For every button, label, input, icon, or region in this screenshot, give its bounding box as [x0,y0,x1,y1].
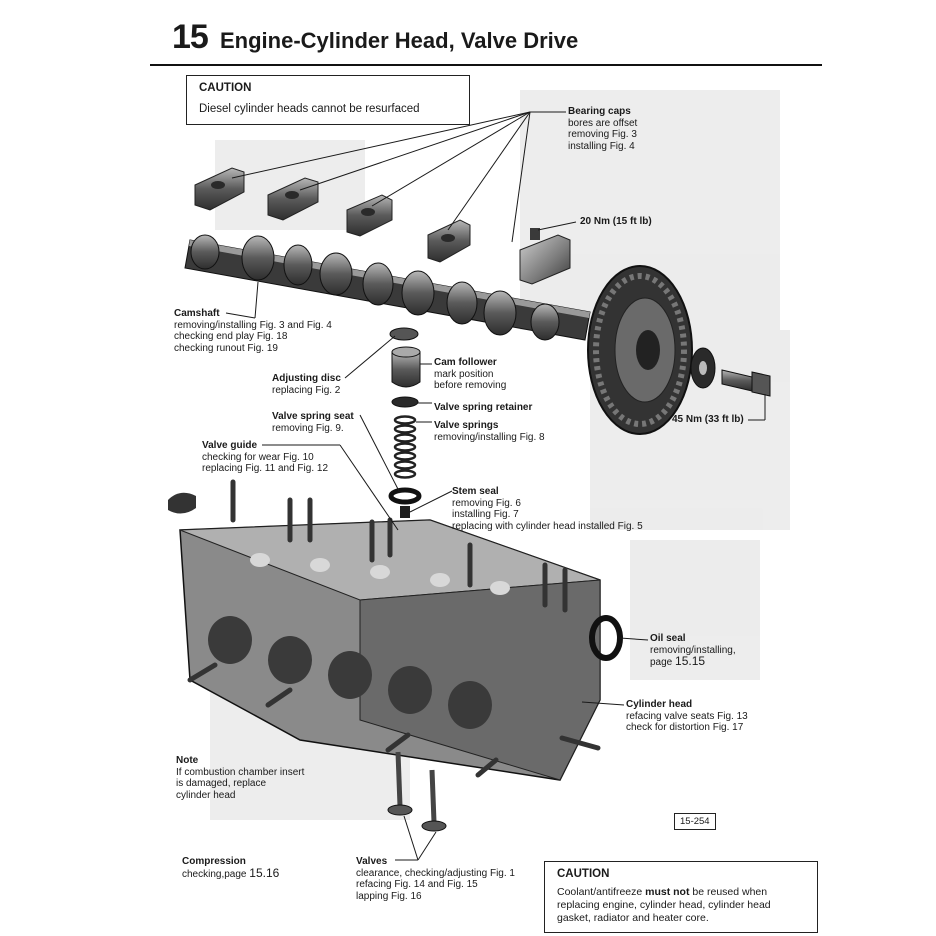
note-line: is damaged, replace [176,778,267,789]
cylinder-head-block [179,479,601,781]
camshaft-line: checking runout Fig. 19 [174,342,278,354]
label-valve-spring-seat: Valve spring seat removing Fig. 9. [272,411,354,434]
oil-seal-page-prefix: page [650,657,673,668]
caution-top-text: Diesel cylinder heads cannot be resurfac… [199,103,420,115]
oil-seal-heading: Oil seal [650,633,686,644]
valve-springs [393,415,417,479]
bearing-cap-1 [194,167,245,211]
leader-lines [225,111,766,861]
bearing-caps-line: installing Fig. 4 [568,140,635,152]
valve-1 [387,751,413,816]
stem-seal-line: replacing with cylinder head installed F… [452,520,643,532]
note-line: If combustion chamber insert [176,766,305,778]
valve-springs-heading: Valve springs [434,420,499,431]
valve-spring-seat-heading: Valve spring seat [272,411,354,422]
figure-code: 15-254 [674,813,716,830]
label-stem-seal: Stem seal removing Fig. 6 installing Fig… [452,486,643,532]
label-valve-guide: Valve guide checking for wear Fig. 10 re… [202,440,328,475]
label-bearing-caps: Bearing caps bores are offset removing F… [568,106,637,152]
bearing-caps-line: removing Fig. 3 [568,129,637,140]
bearing-cap-5 [519,228,571,285]
compression-line-prefix: checking,page [182,868,247,880]
valve-spring-seat [388,487,422,505]
label-oil-seal: Oil seal removing/installing, page 15.15 [650,633,736,669]
valves-line: lapping Fig. 16 [356,890,422,902]
bearing-cap-4 [427,219,471,263]
camshaft [184,234,591,341]
page-title: Engine-Cylinder Head, Valve Drive [220,28,579,53]
label-valve-spring-retainer: Valve spring retainer [434,402,532,414]
bearing-caps-line: bores are offset [568,117,638,129]
adjusting-disc-heading: Adjusting disc [272,373,341,384]
cylinder-head-line: check for distortion Fig. 17 [626,722,744,733]
torque-20nm-heading: 20 Nm (15 ft lb) [580,216,652,227]
adjusting-disc-line: replacing Fig. 2 [272,384,341,396]
cam-follower-heading: Cam follower [434,357,497,368]
caution-box-top: CAUTION Diesel cylinder heads cannot be … [186,75,470,125]
bearing-cap-3 [346,194,393,237]
note-line: cylinder head [176,789,236,801]
cylinder-head-line: refacing valve seats Fig. 13 [626,710,748,722]
caution-bottom-text-bold: must not [645,886,690,898]
caution-bottom-title: CAUTION [557,868,610,880]
label-cam-follower: Cam follower mark position before removi… [434,357,506,392]
sprocket-bolt [721,369,771,397]
label-compression: Compression checking,page 15.16 [182,856,279,880]
compression-page-ref: 15.16 [249,865,280,880]
caution-bottom-text-after: be reused when replacing engine, cylinde… [557,886,771,924]
valves-line: refacing Fig. 14 and Fig. 15 [356,879,478,890]
valve-guide-line: replacing Fig. 11 and Fig. 12 [202,463,329,474]
camshaft-line: checking end play Fig. 18 [174,331,288,342]
label-valves: Valves clearance, checking/adjusting Fig… [356,856,515,902]
valves-heading: Valves [356,856,388,867]
caution-bottom-text: Coolant/antifreeze must not be reused wh… [557,886,805,925]
valve-spring-seat-line: removing Fig. 9. [272,422,344,434]
header-divider [150,64,822,66]
compression-heading: Compression [182,856,246,867]
camshaft-sprocket [587,265,693,435]
stem-seal-line: installing Fig. 7 [452,509,519,520]
label-cylinder-head: Cylinder head refacing valve seats Fig. … [626,699,748,734]
compression-line: checking,page 15.16 [182,865,280,881]
stem-seal-heading: Stem seal [452,486,499,497]
cam-follower-line: before removing [434,380,507,391]
valve-spring-retainer-heading: Valve spring retainer [434,402,533,413]
oil-seal-page-ref: 15.15 [675,654,706,668]
oil-seal-line: removing/installing, [650,644,736,656]
valves-line: clearance, checking/adjusting Fig. 1 [356,867,515,879]
label-note: Note If combustion chamber insert is dam… [176,755,304,801]
valve-2 [421,769,447,832]
label-torque-20nm: 20 Nm (15 ft lb) [580,216,652,228]
torque-45nm-heading: 45 Nm (33 ft lb) [672,414,744,425]
camshaft-heading: Camshaft [174,308,220,319]
stem-seal-part [400,506,410,518]
stem-seal-line: removing Fig. 6 [452,497,521,509]
label-adjusting-disc: Adjusting disc replacing Fig. 2 [272,373,341,396]
camshaft-line: removing/installing Fig. 3 and Fig. 4 [174,319,332,331]
sprocket-washer [690,347,716,389]
label-camshaft: Camshaft removing/installing Fig. 3 and … [174,308,332,354]
caution-box-bottom: CAUTION Coolant/antifreeze must not be r… [544,861,818,933]
caution-bottom-text-before: Coolant/antifreeze [557,886,646,898]
valve-guide-line: checking for wear Fig. 10 [202,451,314,463]
adjusting-disc [389,327,419,341]
label-torque-45nm: 45 Nm (33 ft lb) [672,414,744,426]
bearing-caps-heading: Bearing caps [568,106,631,117]
valve-guide-heading: Valve guide [202,440,258,451]
caution-top-title: CAUTION [199,82,252,94]
chapter-number: 15 [172,18,209,56]
cylinder-head-heading: Cylinder head [626,699,693,710]
oil-seal-page-line: page 15.15 [650,654,736,669]
cam-follower-line: mark position [434,368,494,380]
cam-follower [391,346,421,388]
label-valve-springs: Valve springs removing/installing Fig. 8 [434,420,545,443]
valve-spring-retainer [391,396,419,408]
valve-springs-line: removing/installing Fig. 8 [434,431,545,443]
note-heading: Note [176,755,199,766]
woodruff-key [168,492,196,514]
